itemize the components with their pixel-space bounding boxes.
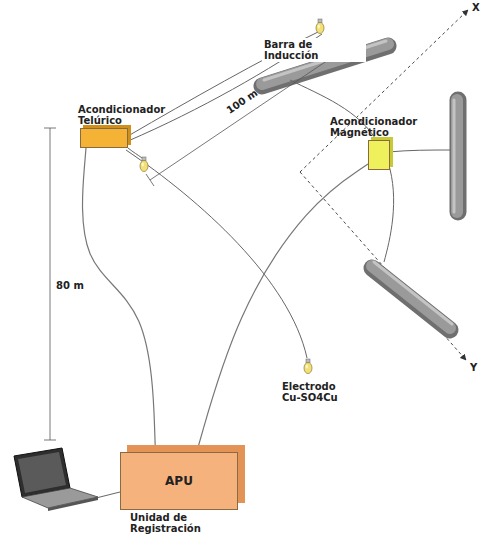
device-label: Unidad de Registración <box>130 512 240 534</box>
dimension-label: 100 m <box>222 86 261 117</box>
device-box: APU <box>120 452 238 510</box>
dimension-label: 80 m <box>56 280 92 291</box>
device-box <box>80 128 128 148</box>
axis-label: X <box>472 2 486 13</box>
sensor-wires <box>96 32 450 498</box>
axis-label: Y <box>470 362 484 373</box>
electrode-label: Electrodo Cu-SO4Cu <box>282 381 348 403</box>
telluric-conditioner: Acondicionador Telúrico <box>78 104 168 152</box>
signal-cable <box>197 164 368 452</box>
device-label: Acondicionador Telúrico <box>78 104 168 126</box>
rod-label: Barra de Inducción <box>262 38 366 62</box>
device-label: Acondicionador Magnético <box>330 116 422 138</box>
electrodes <box>140 19 324 374</box>
laptop-icon <box>14 448 98 511</box>
magnetic-conditioner: Acondicionador Magnético <box>330 116 422 174</box>
recording-unit: APU Unidad de Registración <box>118 452 258 536</box>
signal-cable <box>83 148 156 452</box>
device-box <box>368 140 390 170</box>
device-name: APU <box>165 474 193 488</box>
